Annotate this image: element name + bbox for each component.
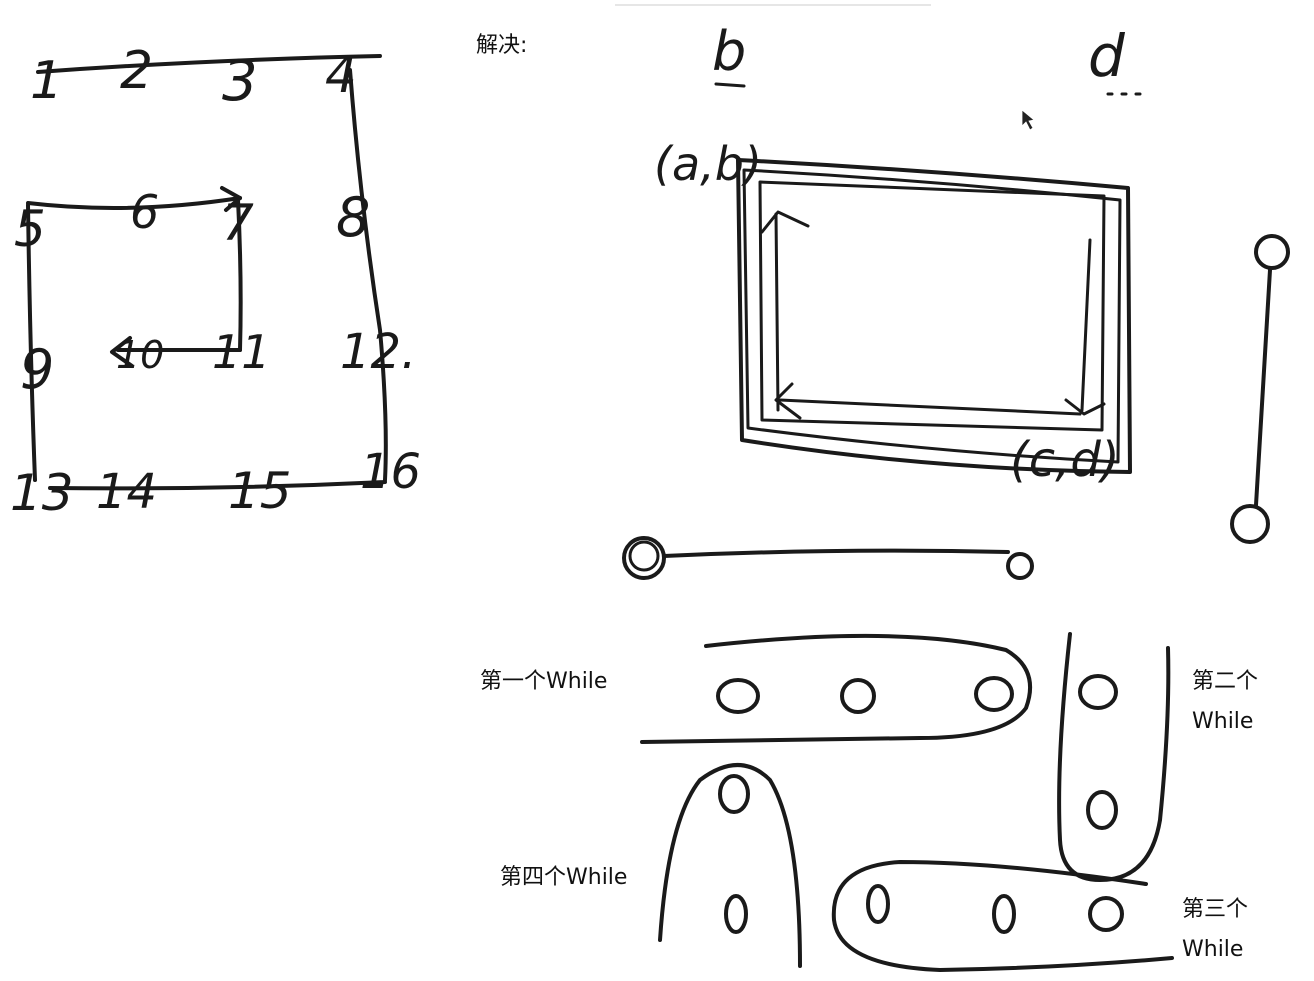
row-line — [662, 548, 1010, 558]
inner-right-arrowhead — [1064, 398, 1106, 416]
matrix-number: 1 — [30, 51, 63, 111]
spiral-bottom-line — [48, 480, 387, 491]
second-while-label-line2: While — [1192, 709, 1254, 734]
second-while-cell — [1078, 674, 1118, 710]
matrix-number: 2 — [120, 41, 153, 101]
matrix-number: 10 — [116, 333, 164, 377]
inner-left-arrow-line — [774, 212, 780, 412]
top-divider — [615, 4, 931, 6]
mouse-cursor-icon — [1021, 109, 1035, 131]
fourth-while-cell — [724, 894, 748, 934]
inner-right-arrow-line — [1080, 238, 1092, 412]
inner-left-arrowhead — [760, 210, 810, 234]
spiral-top-line — [36, 54, 382, 74]
spiral-matrix-sketch: 1 2 3 4 5 6 7 8 9 10 11 12. 13 14 15 16 — [10, 41, 421, 522]
col-start-circle — [1254, 234, 1290, 270]
first-while-label: 第一个While — [480, 669, 608, 694]
col-line — [1254, 268, 1272, 507]
inner-bottom-arrow-line — [778, 398, 1082, 416]
bottom-right-coord-label: (c,d) — [1010, 432, 1120, 488]
inner-bottom-arrowhead — [774, 382, 802, 420]
col-label-d: d — [1088, 22, 1126, 90]
first-while-cell — [974, 676, 1014, 712]
outer-rectangle — [736, 158, 1132, 474]
b-underline — [714, 82, 746, 88]
matrix-number: 13 — [10, 464, 74, 522]
spiral-10-arrowhead — [110, 336, 134, 368]
third-while-loop-outline — [831, 860, 1174, 972]
spiral-inner-top-line — [26, 196, 242, 210]
row-start-circle — [622, 536, 666, 580]
matrix-number: 4 — [325, 46, 357, 104]
matrix-number: 15 — [228, 462, 292, 520]
third-while-label-line1: 第三个 — [1182, 897, 1249, 922]
second-while-loop-outline — [1057, 632, 1171, 882]
spiral-right-line — [348, 68, 388, 482]
outer-rectangle-trace — [742, 168, 1122, 464]
matrix-number: 6 — [130, 185, 159, 239]
matrix-number: 12. — [340, 324, 416, 380]
spiral-inner-arrow — [220, 186, 242, 212]
matrix-number: 11 — [212, 325, 271, 379]
matrix-number: 3 — [222, 49, 258, 114]
third-while-cell — [1088, 896, 1124, 932]
matrix-number: 5 — [14, 200, 46, 258]
row-start-circle-trace — [628, 540, 660, 572]
matrix-number: 9 — [20, 338, 54, 401]
solution-sketch: b d (a,b) (c,d) — [622, 20, 1290, 580]
second-while-cell — [1086, 790, 1118, 830]
spiral-inner-right-line — [236, 198, 243, 352]
matrix-number: 8 — [336, 186, 370, 249]
third-while-label-line2: While — [1182, 937, 1244, 962]
first-while-cell — [840, 678, 876, 714]
row-end-circle — [1006, 552, 1034, 580]
col-label-b: b — [712, 20, 746, 83]
col-end-circle — [1230, 504, 1270, 544]
solve-heading: 解决: — [476, 33, 528, 58]
while-loops-sketch — [640, 632, 1174, 972]
first-while-cell — [716, 678, 760, 714]
third-while-cell — [866, 884, 890, 924]
matrix-number: 16 — [360, 444, 421, 500]
matrix-number: 14 — [96, 464, 157, 520]
fourth-while-loop-outline — [658, 763, 802, 968]
inner-rectangle — [758, 180, 1106, 432]
fourth-while-cell — [718, 774, 750, 814]
spiral-left-line — [26, 203, 37, 482]
third-while-cell — [992, 894, 1016, 934]
top-left-coord-label: (a,b) — [654, 137, 762, 191]
second-while-label-line1: 第二个 — [1192, 669, 1259, 694]
matrix-number: 7 — [222, 194, 254, 252]
fourth-while-label: 第四个While — [500, 865, 628, 890]
first-while-loop-outline — [640, 633, 1032, 744]
